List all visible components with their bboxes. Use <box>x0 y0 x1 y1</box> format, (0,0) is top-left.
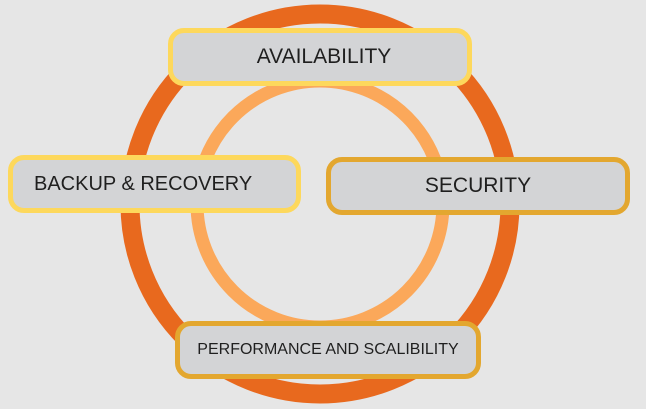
backup-recovery-label: BACKUP & RECOVERY <box>34 172 253 195</box>
availability-label: AVAILABILITY <box>256 45 392 68</box>
performance-scalability-box: PERFORMANCE AND SCALIBILITY <box>175 321 481 379</box>
security-label: SECURITY <box>424 174 532 197</box>
security-box: SECURITY <box>326 157 630 215</box>
backup-recovery-box: BACKUP & RECOVERY <box>8 155 301 213</box>
performance-scalability-label: PERFORMANCE AND SCALIBILITY <box>197 341 459 358</box>
availability-box: AVAILABILITY <box>168 28 472 86</box>
